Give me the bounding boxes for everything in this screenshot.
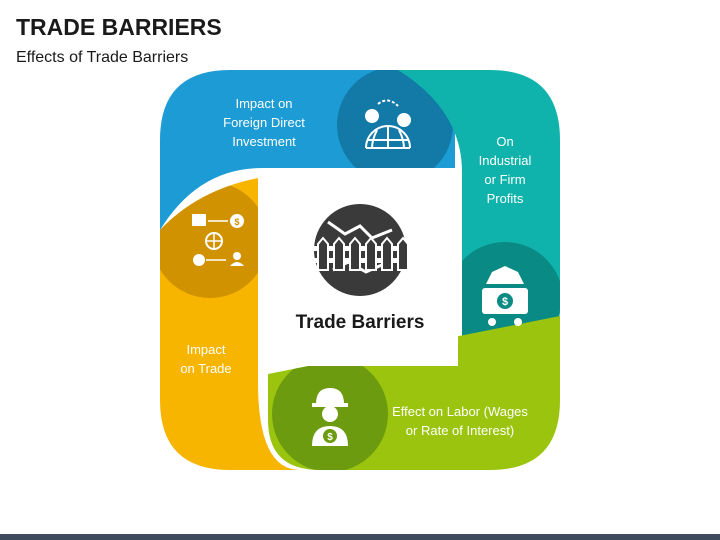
svg-text:$: $: [502, 296, 508, 308]
center-label: Trade Barriers: [295, 312, 425, 333]
worker-dollar-icon: $: [312, 388, 348, 446]
page-title: TRADE BARRIERS: [16, 14, 222, 40]
svg-text:$: $: [234, 217, 239, 227]
label-profits: On Industrial or Firm Profits: [478, 134, 532, 206]
label-fdi: Impact on Foreign Direct Investment: [223, 96, 305, 149]
globe-fence-icon: [312, 204, 409, 296]
bottom-bar: [0, 534, 720, 540]
globe-currency-exchange-icon: [365, 99, 411, 149]
page-subtitle: Effects of Trade Barriers: [16, 49, 189, 66]
trade-network-icon: $: [192, 214, 244, 266]
label-trade: Impact on Trade: [180, 342, 232, 376]
money-cart-icon: $: [482, 266, 528, 326]
label-labor: Effect on Labor (Wages or Rate of Intere…: [392, 404, 528, 438]
svg-text:$: $: [327, 432, 333, 443]
segment-fdi-icon-bg: [337, 70, 453, 183]
